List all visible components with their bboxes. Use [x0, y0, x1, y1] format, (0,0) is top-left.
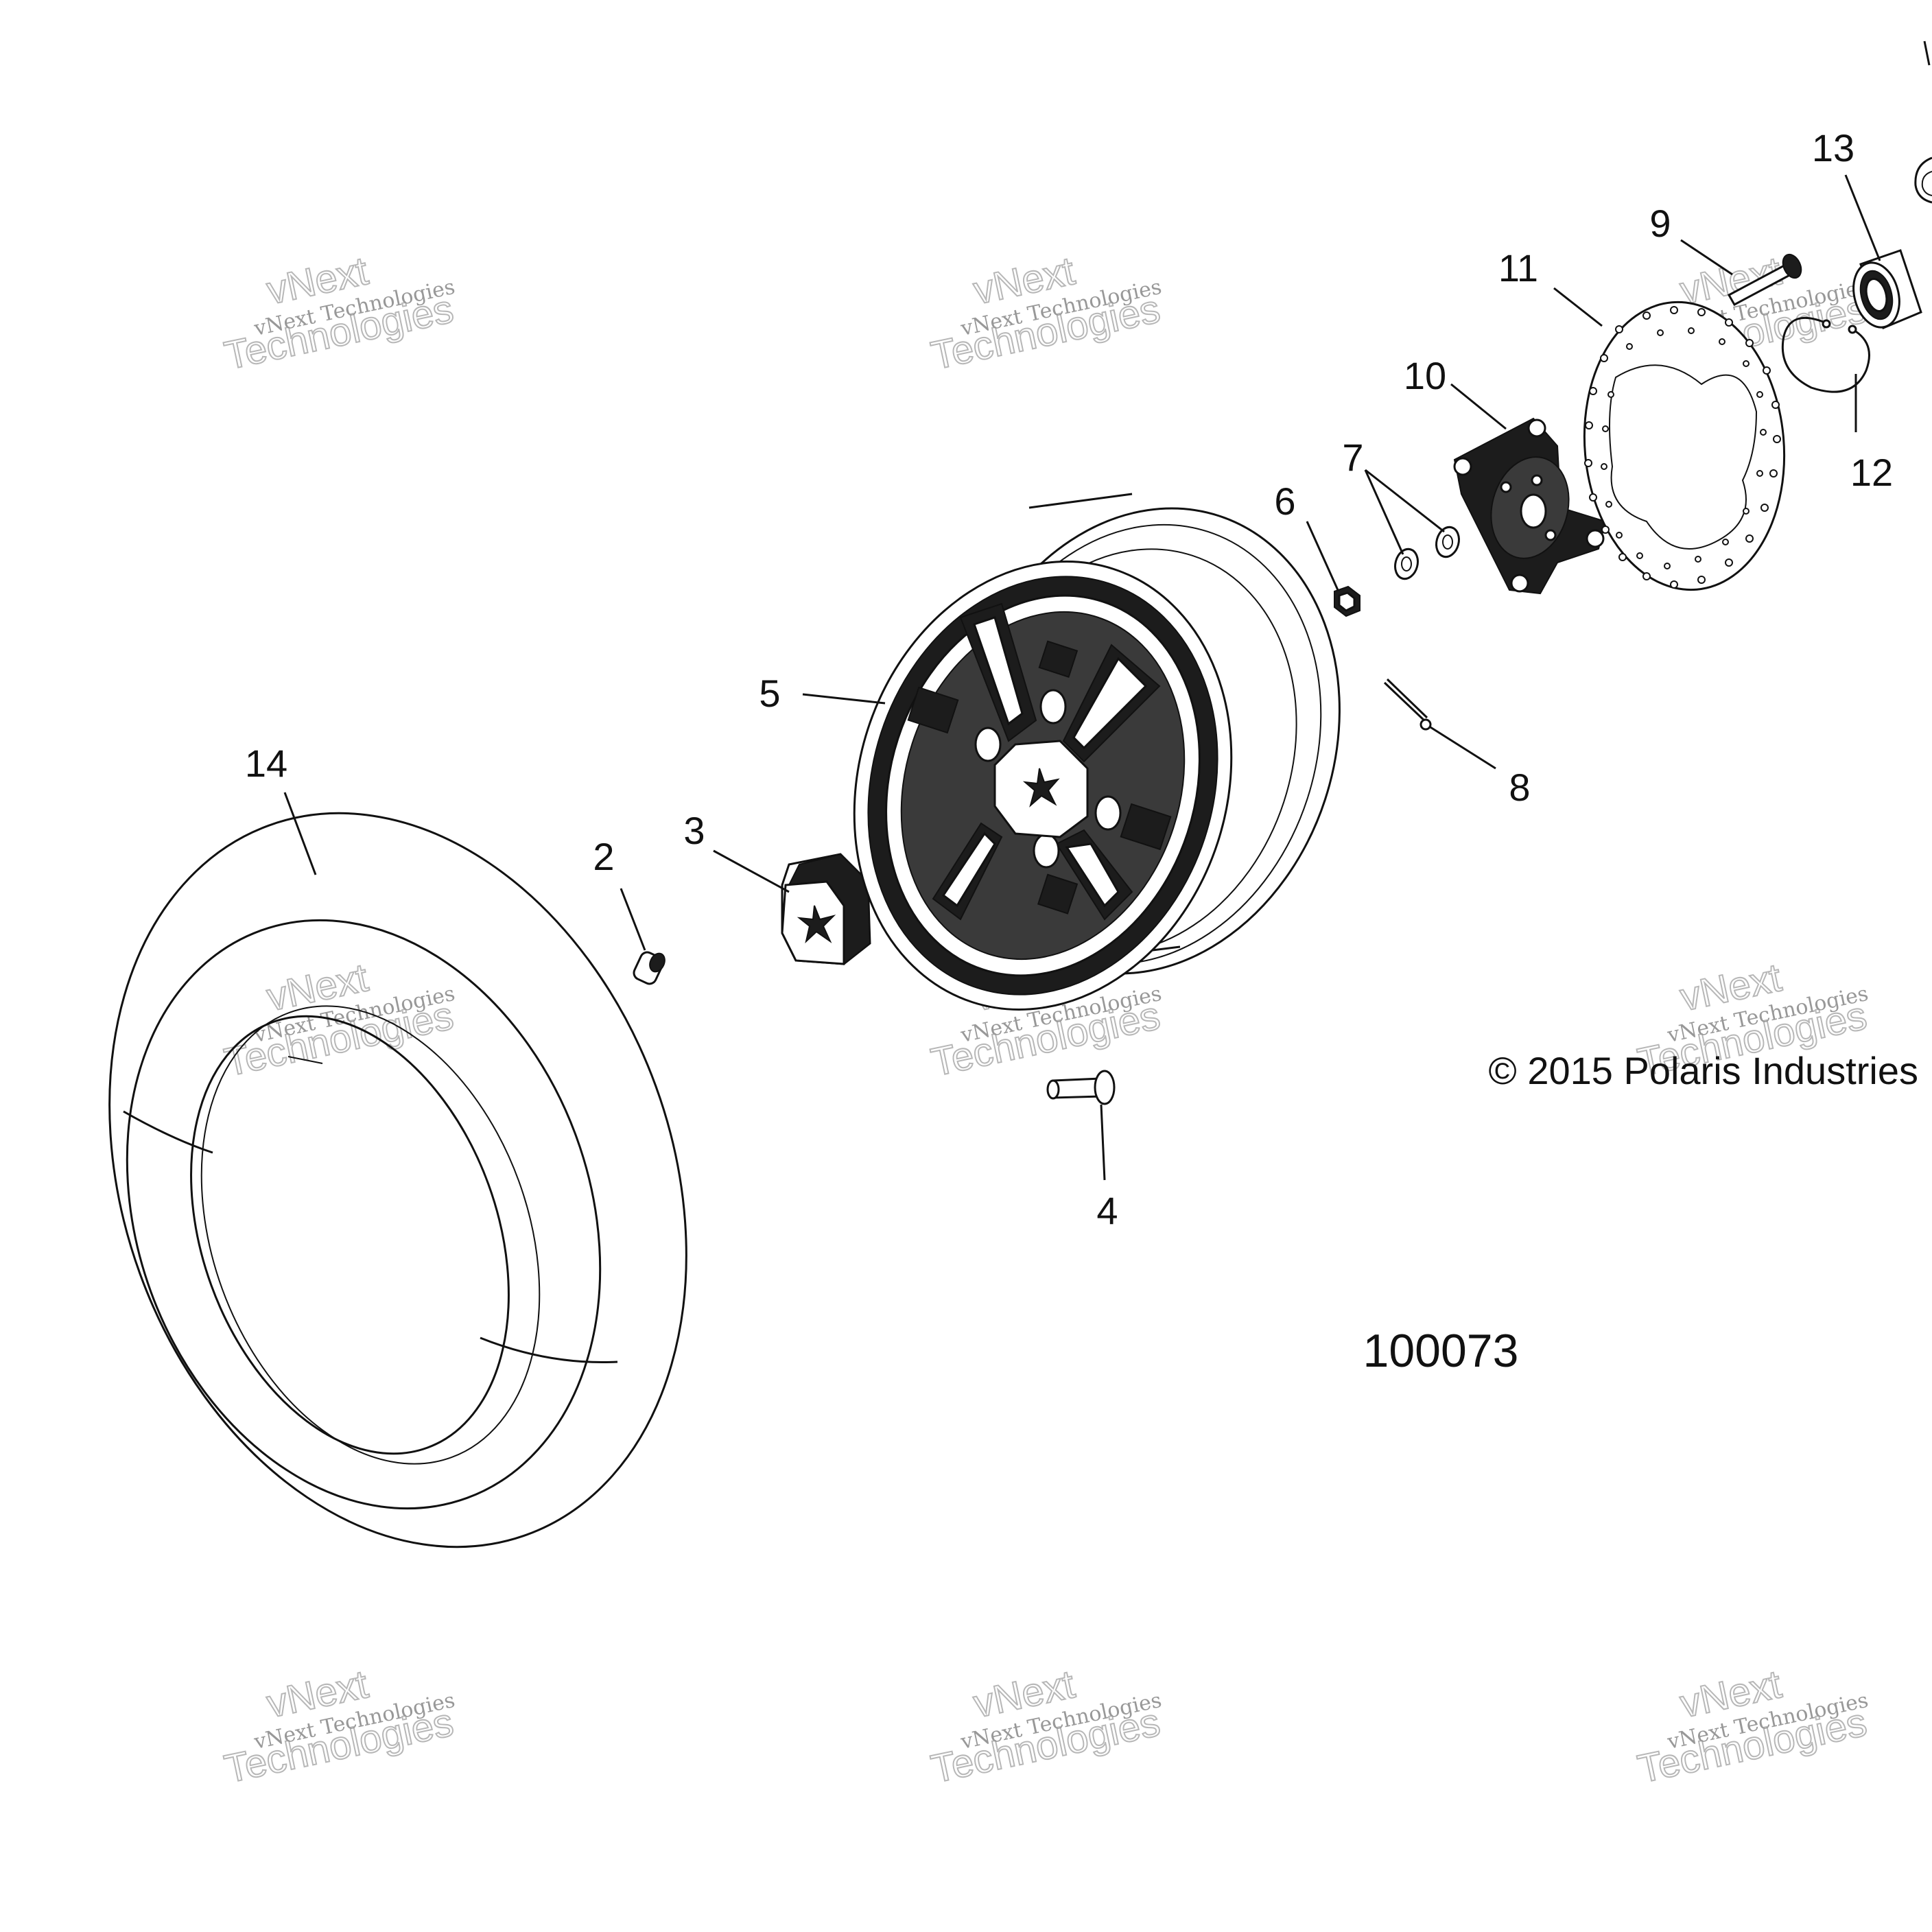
callout-7: 7 — [1342, 436, 1363, 479]
hub — [1453, 417, 1607, 595]
valve-stem — [633, 951, 665, 985]
callout-3: 3 — [683, 809, 705, 852]
watermark: vNext vNext Technologies Technologies — [1634, 1661, 1872, 1792]
watermark: vNext vNext Technologies Technologies — [220, 1661, 458, 1792]
leader-lines — [283, 174, 1881, 1181]
callout-2: 2 — [593, 835, 614, 878]
brake-disc — [1583, 301, 1786, 591]
retaining-ring — [1781, 316, 1870, 393]
callout-12: 12 — [1850, 451, 1893, 494]
watermark: vNext vNext Technologies Technologies — [927, 1661, 1165, 1792]
washers — [1394, 526, 1460, 580]
callout-labels: 14 2 3 4 5 6 7 8 9 10 11 12 13 — [245, 126, 1893, 1232]
wheel-rim — [853, 493, 1341, 1011]
castle-nut — [1334, 585, 1360, 617]
callout-5: 5 — [759, 672, 780, 715]
callout-10: 10 — [1404, 354, 1446, 397]
disc-holes — [1584, 306, 1781, 589]
copyright-notice: © 2015 Polaris Industries — [1489, 1049, 1918, 1092]
bolt — [1727, 253, 1802, 307]
callout-14: 14 — [245, 742, 287, 785]
callout-11: 11 — [1498, 246, 1538, 290]
callout-4: 4 — [1096, 1189, 1118, 1232]
partial-part-edge — [1914, 40, 1932, 204]
callout-9: 9 — [1649, 202, 1671, 245]
tire — [108, 812, 687, 1548]
watermark: vNext vNext Technologies Technologies — [220, 248, 458, 379]
drawing-number: 100073 — [1363, 1325, 1519, 1377]
callout-13: 13 — [1812, 126, 1854, 169]
watermark: vNext vNext Technologies Technologies — [220, 954, 458, 1085]
wheel-stud — [1046, 1070, 1116, 1105]
bearing — [1852, 249, 1922, 329]
callout-6: 6 — [1274, 480, 1295, 523]
cotter-pin — [1383, 678, 1432, 731]
callout-8: 8 — [1509, 766, 1530, 809]
watermark: vNext vNext Technologies Technologies — [927, 248, 1165, 379]
center-cap — [781, 853, 871, 966]
